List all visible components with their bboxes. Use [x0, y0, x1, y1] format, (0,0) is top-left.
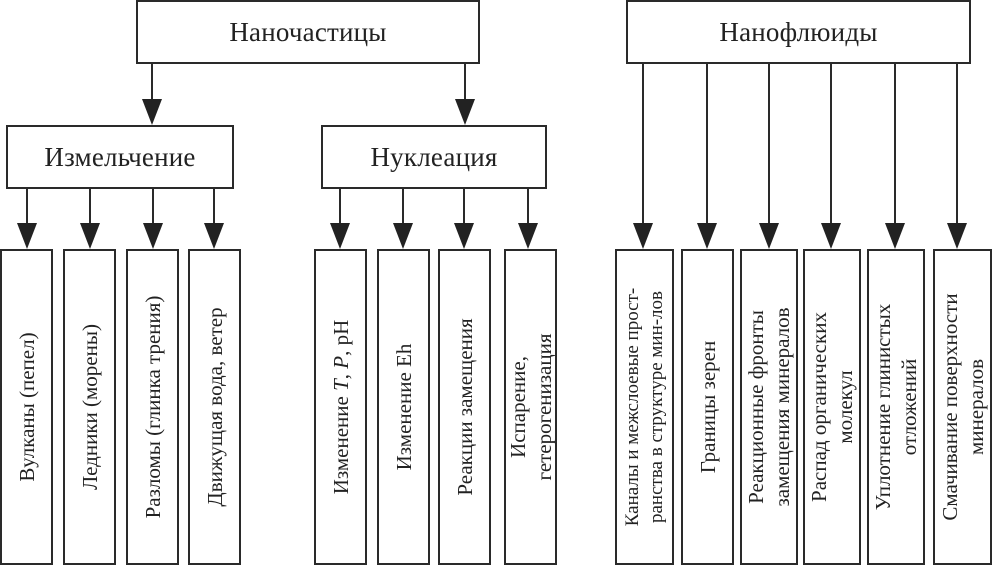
leaf-evaporation: Испарение,гетерогенизация — [504, 249, 557, 565]
text-line: Распад органических — [807, 312, 831, 502]
leaf-glaciers: Ледники (морены) — [63, 249, 116, 565]
leaf-faults: Разломы (глинка трения) — [126, 249, 179, 565]
leaf-label: Разломы (глинка трения) — [140, 295, 165, 519]
text-line: Реакционные фронты — [744, 310, 768, 504]
arrowhead-icon — [143, 223, 163, 249]
node-nanoparticles: Наночастицы — [136, 0, 480, 64]
node-label: Измельчение — [44, 141, 196, 172]
text-line: минералов — [963, 359, 988, 456]
arrowhead-icon — [455, 99, 475, 125]
text-line: гетерогенизация — [531, 333, 556, 481]
text-line: отложений — [897, 358, 921, 456]
leaf-water-wind: Движущая вода, ветер — [188, 249, 241, 565]
arrowhead-icon — [633, 223, 653, 249]
leaf-label: Реакции замещения — [452, 318, 477, 496]
arrowhead-icon — [142, 99, 162, 125]
leaf-label: Каналы и межслоевые прост-ранства в стру… — [621, 288, 669, 526]
arrowhead-icon — [759, 223, 779, 249]
arrowhead-icon — [204, 223, 224, 249]
text-italic-T: T — [328, 379, 353, 391]
node-label: Нуклеация — [370, 141, 498, 172]
leaf-replacement-reactions: Реакции замещения — [438, 249, 491, 565]
arrowhead-icon — [947, 223, 967, 249]
leaf-grain-boundaries: Границы зерен — [681, 249, 734, 565]
text-line: Испарение, — [505, 356, 530, 458]
node-label: Наночастицы — [229, 16, 387, 47]
arrowhead-icon — [17, 223, 37, 249]
arrowhead-icon — [821, 223, 841, 249]
node-nucleation: Нуклеация — [321, 125, 547, 189]
arrowhead-icon — [393, 223, 413, 249]
text-part: Изменение — [328, 390, 353, 495]
arrowhead-icon — [885, 223, 905, 249]
arrowhead-icon — [697, 223, 717, 249]
text-italic-P: P — [328, 355, 353, 369]
arrowhead-icon — [330, 223, 350, 249]
leaf-channels: Каналы и межслоевые прост-ранства в стру… — [615, 249, 674, 565]
leaf-change-t-p-ph: Изменение T, P, pH — [314, 249, 367, 565]
node-label: Нанофлюиды — [719, 16, 878, 47]
leaf-label: Вулканы (пепел) — [14, 332, 39, 482]
arrowhead-icon — [454, 223, 474, 249]
text-line: Уплотнение глинистых — [871, 303, 895, 511]
text-line: ранства в структуре мин-лов — [645, 290, 667, 524]
node-grinding: Измельчение — [6, 125, 234, 189]
node-nanofluids: Нанофлюиды — [626, 0, 971, 64]
leaf-change-eh: Изменение Eh — [377, 249, 430, 565]
text-part: , — [328, 368, 353, 380]
leaf-label: Границы зерен — [695, 340, 720, 474]
text-line: молекул — [833, 370, 857, 444]
leaf-label: Движущая вода, ветер — [202, 307, 227, 507]
text-line: замещения минералов — [770, 307, 794, 507]
leaf-label: Испарение,гетерогенизация — [505, 333, 556, 481]
arrowhead-icon — [518, 223, 538, 249]
leaf-label: Изменение Eh — [391, 343, 416, 471]
text-line: Смачивание поверхности — [937, 293, 962, 521]
leaf-label: Ледники (морены) — [77, 324, 102, 490]
text-line: Каналы и межслоевые прост- — [621, 287, 643, 527]
arrowhead-icon — [80, 223, 100, 249]
leaf-volcanoes: Вулканы (пепел) — [0, 249, 53, 565]
leaf-label: Изменение T, P, pH — [328, 320, 354, 495]
text-part: , pH — [328, 319, 353, 356]
